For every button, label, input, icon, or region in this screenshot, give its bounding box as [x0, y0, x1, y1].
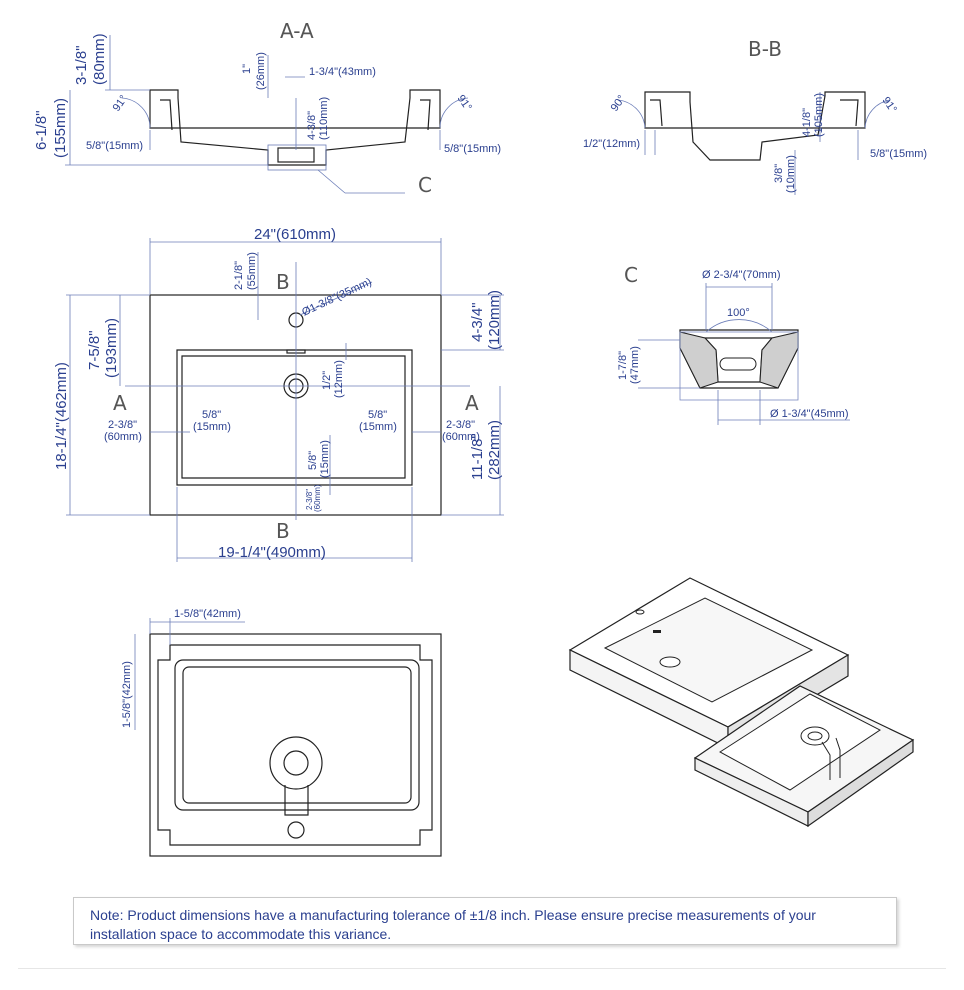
aa-dim-43: 1-3/4"(43mm)	[309, 66, 376, 78]
plan-dim-12-mm: (12mm)	[333, 360, 345, 398]
plan-dim-193: 7-5/8"	[86, 330, 103, 370]
bb-angle-left: 90°	[609, 93, 628, 114]
plan-section-b-bottom: B	[276, 519, 290, 543]
isometric-bottom-view	[693, 685, 915, 828]
plan-dim-282: 11-1/8"	[469, 433, 486, 480]
plan-hole-dia: Ø1-3/8"(35mm)	[300, 276, 373, 319]
bottom-dim-top: 1-5/8"(42mm)	[174, 608, 241, 620]
bottom-dim-side: 1-5/8"(42mm)	[121, 661, 133, 728]
bb-dim-105-mm: (105mm)	[813, 93, 825, 137]
plan-dim-60-right: 2-3/8"	[446, 419, 475, 431]
aa-dim-15-left: 5/8"(15mm)	[86, 140, 143, 152]
aa-dim-80: 3-1/8"	[73, 45, 90, 85]
plan-dim-15-right-mm: (15mm)	[359, 421, 397, 433]
aa-dim-110: 4-3/8"	[306, 111, 318, 140]
plan-dim-282-mm: (282mm)	[486, 420, 503, 480]
plan-section-a-right: A	[465, 391, 479, 415]
aa-dim-155-mm: (155mm)	[52, 98, 69, 158]
bottom-view: 1-5/8"(42mm) 1-5/8"(42mm)	[121, 608, 442, 857]
detail-angle: 100°	[727, 307, 750, 319]
section-aa-title: A-A	[280, 19, 314, 43]
plan-dim-120-mm: (120mm)	[486, 290, 503, 350]
detail-top-dia: Ø 2-3/4"(70mm)	[702, 269, 780, 281]
plan-dim-55: 2-1/8"	[233, 261, 245, 290]
detail-c-marker: C	[418, 173, 432, 197]
plan-basin-width: 19-1/4"(490mm)	[218, 544, 326, 561]
bb-dim-105: 4-1/8"	[801, 108, 813, 137]
detail-bottom-dia: Ø 1-3/4"(45mm)	[770, 408, 848, 420]
section-bb-view: B-B 90° 91° 1/2"(12mm) 4-1/8" (105mm) 5/…	[583, 37, 927, 195]
bb-angle-right: 91°	[880, 95, 899, 116]
plan-view: B B A A 24"(610mm) 18-1/4"(462mm) 2-1/8"…	[53, 226, 504, 562]
aa-angle-left: 91°	[111, 93, 130, 114]
detail-height-mm: (47mm)	[629, 346, 641, 384]
plan-dim-15-bottom-mm: (15mm)	[319, 440, 331, 478]
footer-divider	[18, 968, 946, 969]
aa-dim-155: 6-1/8"	[33, 110, 50, 150]
plan-dim-12: 1/2"	[321, 371, 333, 390]
detail-c-title: C	[624, 263, 638, 287]
plan-dim-15-right: 5/8"	[368, 409, 387, 421]
bb-dim-12: 1/2"(12mm)	[583, 138, 640, 150]
plan-dim-193-mm: (193mm)	[103, 318, 120, 378]
plan-dim-15-bottom: 5/8"	[307, 451, 319, 470]
plan-dim-120: 4-3/4"	[469, 302, 486, 342]
section-aa-view: A-A C 91° 91° 3-1/8" (80mm) 6-1/8" (155m…	[33, 19, 501, 197]
plan-depth: 18-1/4"(462mm)	[53, 362, 70, 470]
bb-dim-10: 3/8"	[773, 164, 785, 183]
plan-dim-60-right-mm: (60mm)	[442, 431, 480, 443]
plan-dim-15-left-mm: (15mm)	[193, 421, 231, 433]
plan-dim-60-left-mm: (60mm)	[104, 431, 142, 443]
tolerance-note: Note: Product dimensions have a manufact…	[73, 897, 897, 945]
plan-section-b-top: B	[276, 270, 290, 294]
plan-width: 24"(610mm)	[254, 226, 336, 243]
bb-dim-15: 5/8"(15mm)	[870, 148, 927, 160]
plan-dim-55-mm: (55mm)	[246, 252, 258, 290]
plan-dim-15-left: 5/8"	[202, 409, 221, 421]
detail-height: 1-7/8"	[617, 351, 629, 380]
detail-c-view: C Ø 2-3/4"(70mm) 100° 1-7/8" (47mm) Ø 1-…	[617, 263, 850, 425]
plan-dim-60-bottom: 2-3/8"	[305, 489, 314, 510]
aa-dim-110-mm: (110mm)	[318, 97, 330, 140]
plan-dim-60-bottom-mm: (60mm)	[313, 484, 322, 512]
section-bb-title: B-B	[748, 37, 782, 61]
plan-section-a-left: A	[113, 391, 127, 415]
aa-dim-26: 1"	[241, 64, 253, 74]
aa-angle-right: 91°	[455, 93, 474, 114]
plan-dim-60-left: 2-3/8"	[108, 419, 137, 431]
bb-dim-10-mm: (10mm)	[785, 155, 797, 193]
aa-dim-26-mm: (26mm)	[255, 52, 267, 90]
aa-dim-80-mm: (80mm)	[91, 33, 108, 85]
aa-dim-15-right: 5/8"(15mm)	[444, 143, 501, 155]
